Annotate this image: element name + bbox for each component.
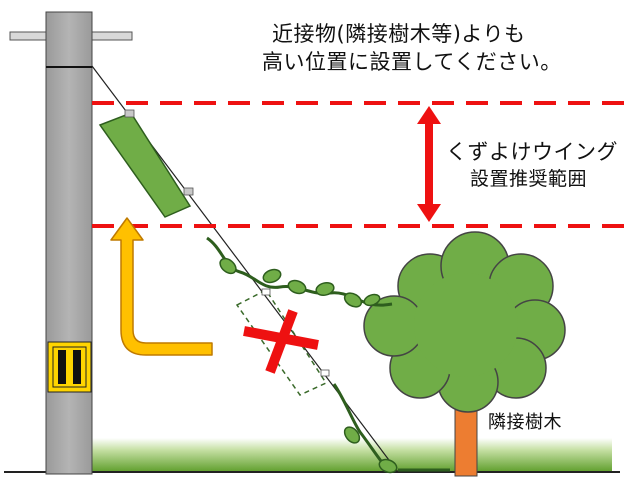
caption-line-1: 近接物(隣接樹木等)よりも bbox=[272, 22, 526, 46]
range-double-arrow-icon bbox=[417, 106, 441, 222]
wrong-wing-outline bbox=[235, 288, 330, 396]
pole-sign-icon bbox=[47, 341, 92, 393]
tree-canopy bbox=[363, 231, 566, 413]
x-mark-icon bbox=[243, 309, 319, 374]
up-arrow-icon bbox=[110, 217, 213, 356]
green-wing-icon bbox=[98, 109, 194, 218]
grass bbox=[92, 438, 612, 472]
range-label-line-1: くずよけウイング bbox=[446, 140, 618, 164]
range-label-line-2: 設置推奨範囲 bbox=[470, 168, 588, 190]
tree-label: 隣接樹木 bbox=[488, 412, 562, 433]
caption-line-2: 高い位置に設置してください。 bbox=[262, 50, 562, 74]
utility-pole bbox=[45, 11, 93, 475]
vine bbox=[206, 236, 450, 474]
